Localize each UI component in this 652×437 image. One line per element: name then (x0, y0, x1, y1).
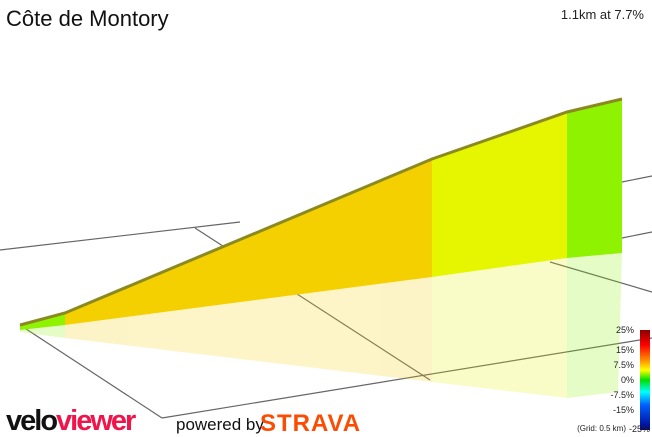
profile-segment (567, 99, 622, 258)
grid-line (549, 261, 652, 293)
grid-note: (Grid: 0.5 km) (577, 424, 626, 433)
grid-line (19, 324, 163, 419)
legend-tick: -7.5% (610, 390, 634, 400)
legend-tick: 0% (620, 375, 634, 385)
logo-viewer: viewer (56, 405, 136, 437)
legend-tick: -15% (612, 405, 634, 415)
strava-logo[interactable]: STRAVA (260, 410, 362, 437)
gradient-color-scale (640, 330, 650, 430)
veloviewer-logo[interactable]: veloviewer (6, 405, 136, 437)
legend-tick: 25% (615, 325, 634, 335)
powered-by-text: powered by (176, 415, 264, 434)
grid-line (621, 231, 652, 239)
legend-tick: 7.5% (613, 360, 634, 370)
profile-shadow (20, 253, 622, 398)
profile-segment (65, 159, 432, 325)
climb-summary: 1.1km at 7.7% (560, 7, 644, 22)
grid-line (0, 221, 241, 251)
grid-line (161, 337, 652, 419)
profile-top-edge (19, 97, 623, 327)
legend-tick: -25% (628, 424, 650, 434)
legend-tick: 15% (615, 345, 634, 355)
climb-title: Côte de Montory (6, 6, 169, 31)
profile-segment (432, 112, 567, 277)
profile-wall (20, 99, 622, 330)
logo-velo: velo (6, 405, 58, 437)
grid-line (621, 175, 652, 183)
